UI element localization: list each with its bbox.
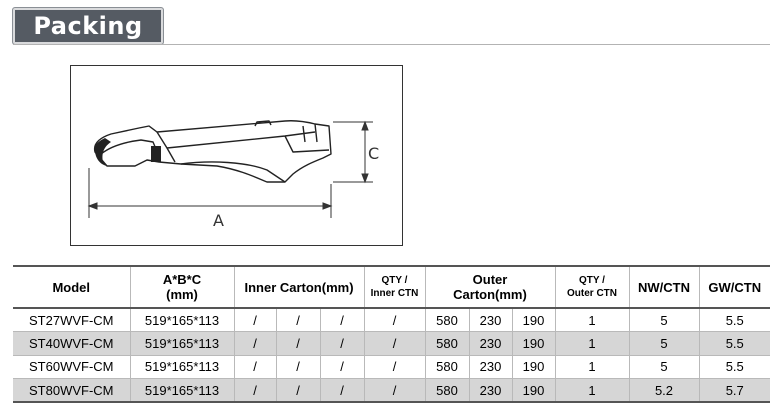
cell-gw: 5.5 — [699, 355, 770, 379]
dimension-c-label: C — [368, 144, 380, 163]
cell-inner-3: / — [320, 308, 365, 332]
cell-qty-outer: 1 — [555, 308, 630, 332]
header-outer-carton: Outer Carton(mm) — [425, 265, 556, 309]
table-row: ST60WVF-CM 519*165*113 / / / / 580 230 1… — [13, 355, 770, 379]
dimension-a — [87, 168, 333, 218]
cell-outer-3: 190 — [512, 378, 556, 403]
cell-inner-3: / — [320, 378, 365, 403]
lamp-head-shade — [94, 138, 111, 166]
cell-inner-1: / — [234, 331, 277, 356]
header-qty-outer-line1: QTY / — [579, 275, 605, 286]
cell-abc: 519*165*113 — [130, 308, 235, 332]
cell-outer-3: 190 — [512, 331, 556, 356]
street-light-drawing — [87, 120, 373, 218]
cell-qty-inner: / — [364, 331, 426, 356]
cell-nw: 5 — [629, 308, 700, 332]
cell-outer-2: 230 — [469, 308, 513, 332]
cell-nw: 5.2 — [629, 378, 700, 403]
cell-outer-1: 580 — [425, 331, 470, 356]
cell-outer-2: 230 — [469, 378, 513, 403]
cell-model: ST60WVF-CM — [13, 355, 131, 379]
cell-abc: 519*165*113 — [130, 331, 235, 356]
cell-outer-2: 230 — [469, 331, 513, 356]
cell-qty-inner: / — [364, 355, 426, 379]
cell-qty-outer: 1 — [555, 378, 630, 403]
cell-qty-inner: / — [364, 378, 426, 403]
dimension-a-label: A — [213, 211, 224, 230]
header-abc-line2: (mm) — [166, 287, 198, 302]
section-banner: Packing — [13, 8, 163, 44]
header-abc: A*B*C (mm) — [130, 265, 235, 309]
cell-abc: 519*165*113 — [130, 355, 235, 379]
table-row: ST27WVF-CM 519*165*113 / / / / 580 230 1… — [13, 308, 770, 332]
cell-gw: 5.5 — [699, 331, 770, 356]
cell-outer-3: 190 — [512, 355, 556, 379]
cell-gw: 5.5 — [699, 308, 770, 332]
cell-model: ST40WVF-CM — [13, 331, 131, 356]
cell-inner-2: / — [276, 355, 321, 379]
section-title: Packing — [33, 12, 143, 40]
cell-inner-2: / — [276, 308, 321, 332]
header-nw: NW/CTN — [629, 265, 700, 309]
cell-outer-3: 190 — [512, 308, 556, 332]
header-outer-line2: Carton(mm) — [453, 287, 527, 302]
table-header-row: Model A*B*C (mm) Inner Carton(mm) QTY / … — [13, 265, 770, 309]
cell-gw: 5.7 — [699, 378, 770, 403]
header-qty-inner-line1: QTY / — [381, 275, 408, 286]
cell-inner-3: / — [320, 355, 365, 379]
cell-inner-2: / — [276, 378, 321, 403]
header-gw: GW/CTN — [699, 265, 770, 309]
cell-model: ST27WVF-CM — [13, 308, 131, 332]
header-outer-line1: Outer — [472, 272, 508, 287]
cell-inner-3: / — [320, 331, 365, 356]
header-qty-outer: QTY / Outer CTN — [555, 265, 630, 309]
header-qty-outer-line2: Outer CTN — [567, 288, 617, 299]
cell-inner-1: / — [234, 308, 277, 332]
cell-qty-outer: 1 — [555, 331, 630, 356]
table-row: ST40WVF-CM 519*165*113 / / / / 580 230 1… — [13, 331, 770, 356]
cell-inner-1: / — [234, 355, 277, 379]
cell-outer-1: 580 — [425, 308, 470, 332]
header-abc-line1: A*B*C — [162, 272, 202, 287]
header-qty-inner-line2: Inner CTN — [370, 288, 419, 299]
cell-qty-outer: 1 — [555, 355, 630, 379]
table-row: ST80WVF-CM 519*165*113 / / / / 580 230 1… — [13, 378, 770, 403]
cell-qty-inner: / — [364, 308, 426, 332]
header-inner-carton: Inner Carton(mm) — [234, 265, 365, 309]
packing-table: Model A*B*C (mm) Inner Carton(mm) QTY / … — [13, 265, 770, 403]
cell-inner-2: / — [276, 331, 321, 356]
dimension-c — [333, 120, 373, 184]
mount-clamp — [151, 146, 161, 162]
cell-outer-2: 230 — [469, 355, 513, 379]
section-divider — [13, 44, 770, 45]
packing-diagram: A C — [70, 65, 403, 246]
header-qty-inner: QTY / Inner CTN — [364, 265, 426, 309]
cell-model: ST80WVF-CM — [13, 378, 131, 403]
cell-outer-1: 580 — [425, 355, 470, 379]
cell-nw: 5 — [629, 355, 700, 379]
cell-outer-1: 580 — [425, 378, 470, 403]
header-model: Model — [13, 265, 131, 309]
cell-inner-1: / — [234, 378, 277, 403]
cell-abc: 519*165*113 — [130, 378, 235, 403]
cell-nw: 5 — [629, 331, 700, 356]
luminaire-outline — [93, 120, 332, 183]
